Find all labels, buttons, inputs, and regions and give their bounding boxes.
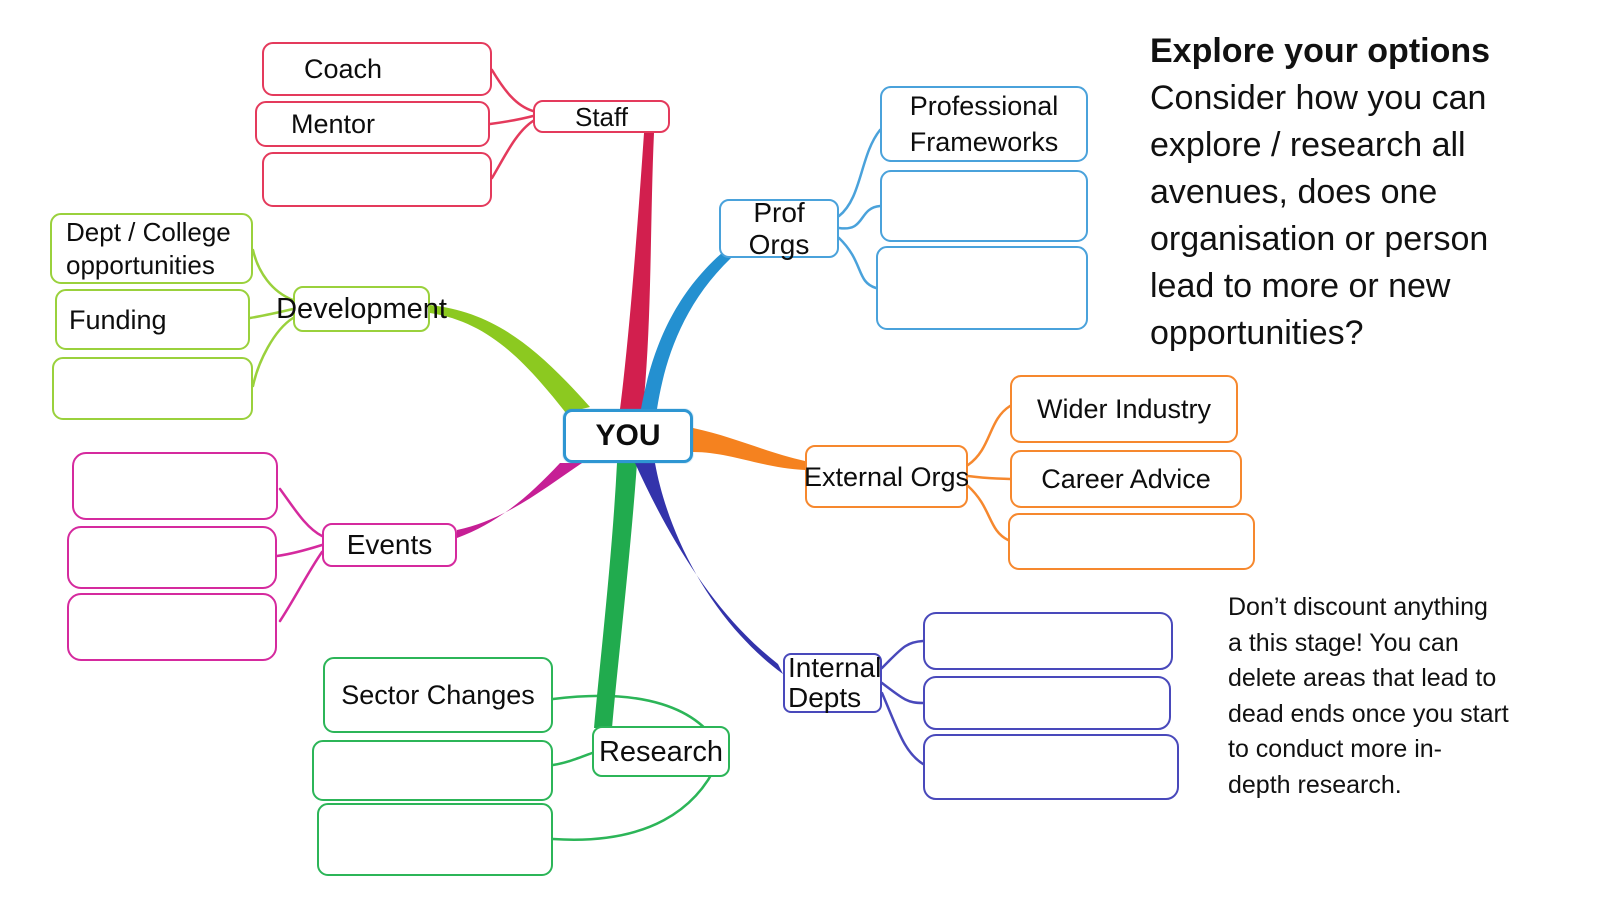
external-orgs-connector-1 <box>966 404 1012 467</box>
node-you[interactable]: YOU <box>563 409 693 463</box>
node-staff-empty[interactable] <box>262 152 492 207</box>
node-prof-orgs-empty-2[interactable] <box>876 246 1088 330</box>
internal-depts-connector-1 <box>880 639 925 670</box>
node-events-empty-2[interactable] <box>67 526 277 589</box>
node-wider-industry[interactable]: Wider Industry <box>1010 375 1238 443</box>
external-orgs-connector-2 <box>966 474 1012 481</box>
events-connector-1 <box>278 487 324 538</box>
node-coach[interactable]: Coach <box>262 42 492 96</box>
node-sector-changes[interactable]: Sector Changes <box>323 657 553 733</box>
node-internal-depts-empty-1[interactable] <box>923 612 1173 670</box>
node-professional-frameworks[interactable]: Professional Frameworks <box>880 86 1088 162</box>
heading-block: Explore your options Consider how you ca… <box>1150 28 1522 357</box>
node-events[interactable]: Events <box>322 523 457 567</box>
node-prof-orgs-empty-1[interactable] <box>880 170 1088 242</box>
prof-orgs-connector-3 <box>837 236 878 290</box>
node-mentor[interactable]: Mentor <box>255 101 490 147</box>
development-branch-curve <box>430 305 590 413</box>
prof-orgs-connector-2 <box>837 204 882 230</box>
events-connector-3 <box>278 550 324 623</box>
staff-branch-curve <box>620 133 654 409</box>
prof-orgs-connector-1 <box>837 128 882 218</box>
staff-connector-3 <box>490 119 535 180</box>
internal-depts-connector-2 <box>880 681 925 705</box>
node-internal-depts[interactable]: Internal Depts <box>783 653 882 713</box>
events-connector-2 <box>275 543 324 558</box>
node-research[interactable]: Research <box>592 726 730 777</box>
development-connector-3 <box>251 316 295 388</box>
node-events-empty-1[interactable] <box>72 452 278 520</box>
prof-orgs-branch-curve <box>641 252 731 409</box>
node-research-empty-1[interactable] <box>312 740 553 801</box>
node-development[interactable]: Development <box>276 286 447 332</box>
node-career-advice[interactable]: Career Advice <box>1010 450 1242 508</box>
staff-connector-2 <box>488 114 535 126</box>
note-text: Don’t discount anything a this stage! Yo… <box>1228 593 1509 799</box>
node-staff[interactable]: Staff <box>533 100 670 133</box>
node-research-empty-2[interactable] <box>317 803 553 876</box>
staff-connector-1 <box>490 68 535 113</box>
events-branch-curve <box>457 463 582 538</box>
node-dept-college-opportunities[interactable]: Dept / College opportunities <box>50 213 253 284</box>
node-events-empty-3[interactable] <box>67 593 277 661</box>
node-funding[interactable]: Funding <box>55 289 250 350</box>
node-external-orgs[interactable]: External Orgs <box>804 445 969 508</box>
node-prof-orgs[interactable]: Prof Orgs <box>719 197 839 260</box>
research-connector-2 <box>551 751 594 767</box>
node-external-orgs-empty[interactable] <box>1008 513 1255 570</box>
development-connector-2 <box>248 307 295 320</box>
research-branch-curve <box>594 463 637 728</box>
development-connector-1 <box>251 248 295 302</box>
node-internal-depts-empty-3[interactable] <box>923 734 1179 800</box>
internal-depts-connector-3 <box>880 691 925 766</box>
external-orgs-connector-3 <box>966 484 1010 542</box>
heading-title: Explore your options <box>1150 32 1491 70</box>
external-orgs-branch-curve <box>693 428 805 470</box>
heading-body: Consider how you can explore / research … <box>1150 79 1489 352</box>
node-development-empty[interactable] <box>52 357 253 420</box>
node-internal-depts-empty-2[interactable] <box>923 676 1171 730</box>
internal-depts-branch-curve <box>635 463 783 674</box>
